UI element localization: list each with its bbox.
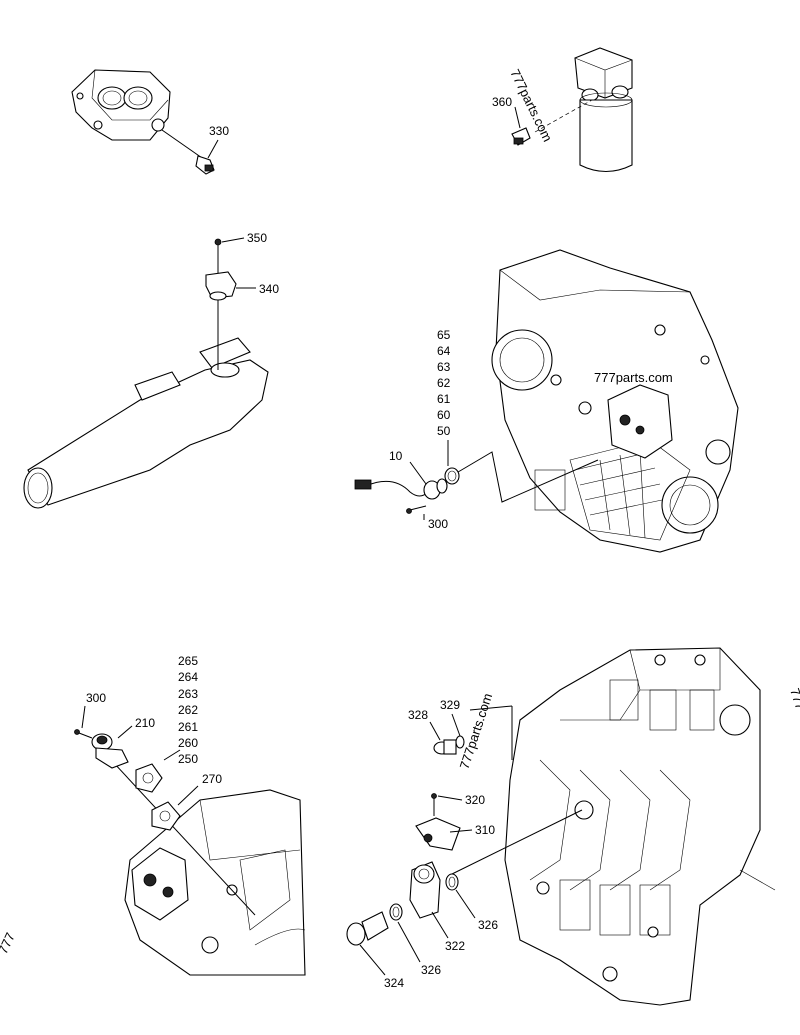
label-61: 61	[437, 392, 451, 406]
gear-housing	[491, 249, 739, 553]
label-264: 264	[178, 670, 198, 684]
screw-350	[214, 238, 222, 258]
watermark-4: 777	[0, 930, 18, 956]
label-340: 340	[259, 282, 279, 296]
label-65: 65	[437, 328, 451, 342]
label-62: 62	[437, 376, 451, 390]
label-324: 324	[384, 976, 404, 990]
label-330: 330	[209, 124, 229, 138]
seal-326-b	[389, 903, 403, 921]
label-270: 270	[202, 772, 222, 786]
cylinder-block	[504, 647, 776, 1006]
label-300-a: 300	[428, 517, 448, 531]
label-50: 50	[437, 424, 451, 438]
label-350: 350	[247, 231, 267, 245]
plug-328	[433, 739, 457, 755]
label-265: 265	[178, 654, 198, 668]
flywheel-housing-left	[124, 789, 306, 976]
label-260: 260	[178, 736, 198, 750]
coolant-temp-sensor-330	[195, 155, 215, 175]
gasket-270	[151, 801, 181, 831]
label-10: 10	[389, 449, 403, 463]
watermark-3: 777parts.com	[457, 691, 496, 771]
plug-324	[346, 911, 389, 946]
label-310: 310	[475, 823, 495, 837]
label-64: 64	[437, 344, 451, 358]
label-263: 263	[178, 687, 198, 701]
label-320: 320	[465, 793, 485, 807]
label-250: 250	[178, 752, 198, 766]
label-328: 328	[408, 708, 428, 722]
seal-326-a	[445, 873, 459, 891]
label-329: 329	[440, 698, 460, 712]
label-262: 262	[178, 703, 198, 717]
cylinder-head-assembly	[71, 69, 206, 161]
watermark-2: 777parts.com	[594, 370, 673, 385]
boost-sensor-340	[205, 271, 237, 301]
label-326-b: 326	[421, 963, 441, 977]
screw-300-a	[406, 505, 427, 514]
label-326-a: 326	[478, 918, 498, 932]
label-300-b: 300	[86, 691, 106, 705]
label-60: 60	[437, 408, 451, 422]
intake-pipe	[23, 337, 269, 509]
speed-sensor-10	[354, 478, 448, 500]
label-210: 210	[135, 716, 155, 730]
label-360: 360	[492, 95, 512, 109]
watermark-5: 777	[787, 686, 800, 711]
adapter-322	[409, 861, 441, 919]
label-322: 322	[445, 939, 465, 953]
gasket-250	[135, 763, 163, 793]
label-261: 261	[178, 720, 198, 734]
label-63: 63	[437, 360, 451, 374]
fuel-sensor-360	[511, 127, 531, 146]
bracket-310	[415, 817, 461, 851]
fuel-filter-assembly	[534, 47, 633, 173]
position-sensor-210	[91, 733, 129, 769]
o-ring-50	[444, 467, 460, 485]
screw-300-b	[74, 729, 93, 739]
screw-320	[431, 793, 437, 816]
